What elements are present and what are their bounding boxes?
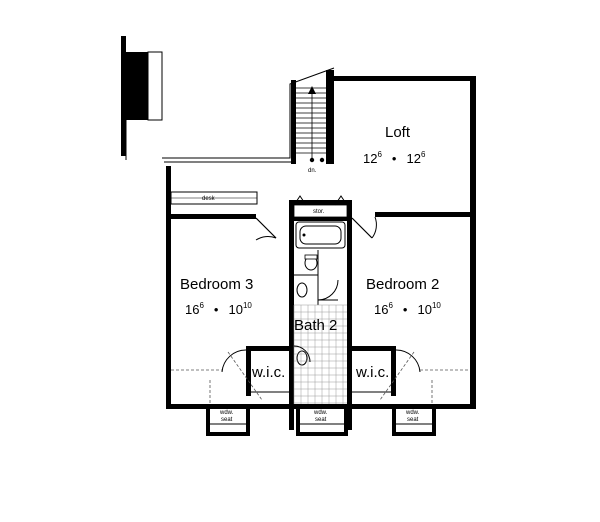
closets: w.i.c. w.i.c. [221,346,421,396]
loft-name: Loft [385,124,411,141]
window-seat-right-top: wdw. [405,410,420,416]
stair-opening [162,67,335,163]
loft-label: Loft 126•126 [363,124,426,166]
window-seat-left-top: wdw. [219,410,234,416]
window-seat-right-bottom: seat [407,417,419,423]
bedroom2-name: Bedroom 2 [366,276,439,293]
staircase: dn. [291,70,334,174]
bedroom3-label: Bedroom 3 166•1010 [180,276,253,317]
bath-core: stor. [289,195,352,430]
bath-doors [293,279,339,363]
window-seat-center-top: wdw. [313,410,328,416]
window-seat-left-bottom: seat [221,417,233,423]
exterior-walls [166,76,476,409]
ceiling-lines [171,351,470,404]
desk-label: desk [202,196,216,202]
bedroom2-dims: 166•1010 [374,301,441,317]
wic-right-label: w.i.c. [355,364,389,381]
window-seat-left: wdw. seat [206,404,250,436]
bedroom2-label: Bedroom 2 166•1010 [366,276,441,317]
window-seat-center-bottom: seat [315,417,327,423]
storage-label: stor. [313,209,325,215]
bedroom3-name: Bedroom 3 [180,276,253,293]
bath-tile [293,304,347,404]
bedroom-doors [255,216,377,241]
window-seat-center: wdw. seat [296,404,348,436]
window-seat-right: wdw. seat [392,404,436,436]
bedroom3-dims: 166•1010 [185,301,252,317]
stair-down-label: dn. [308,168,317,174]
bath2-name: Bath 2 [294,317,337,334]
loft-dims: 126•126 [363,150,426,166]
desk: desk [170,191,258,205]
wic-left-label: w.i.c. [251,364,285,381]
chimney [121,36,163,160]
